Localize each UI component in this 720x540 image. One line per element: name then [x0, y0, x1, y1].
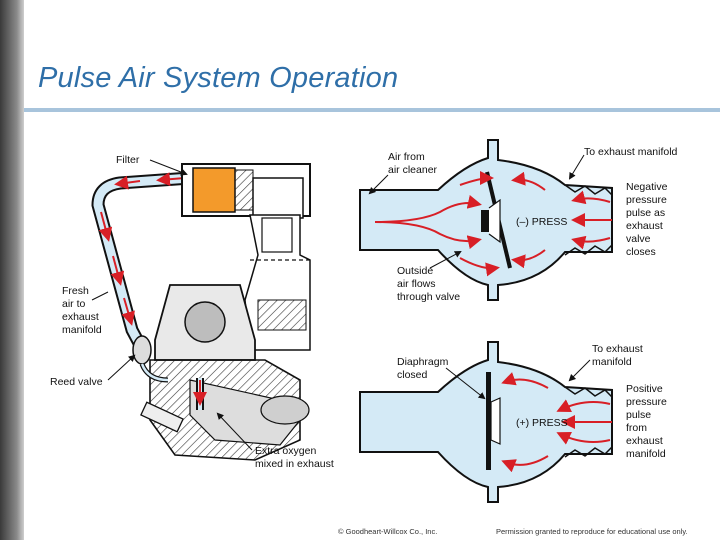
top-valve-diagram: (–) PRESS: [359, 139, 613, 301]
label-reed-valve: Reed valve: [50, 376, 103, 388]
label-air-from: Air from air cleaner: [388, 151, 438, 176]
slide-title: Pulse Air System Operation: [38, 62, 399, 94]
tube-flow-arrow: [110, 255, 125, 286]
bottom-press-label: (+) PRESS: [516, 417, 568, 429]
title-divider: [24, 108, 720, 112]
bottom-valve-labels: Diaphragm closed To exhaust manifold Pos…: [397, 343, 670, 460]
top-valve-labels: Air from air cleaner To exhaust manifold…: [368, 146, 678, 303]
label-positive-pressure: Positive pressure pulse from exhaust man…: [626, 383, 670, 460]
label-diaphragm: Diaphragm closed: [397, 356, 451, 381]
spark-plug: [140, 401, 184, 433]
label-negative-pressure: Negative pressure pulse as exhaust valve…: [626, 181, 670, 258]
label-outside-air: Outside air flows through valve: [397, 265, 460, 303]
label-extra-oxygen: Extra oxygen mixed in exhaust: [255, 445, 334, 470]
label-to-exhaust-top: To exhaust manifold: [584, 146, 678, 158]
bottom-valve-diagram: (+) PRESS: [359, 341, 613, 503]
tube-flow-arrow: [156, 172, 186, 187]
reed-valve: [132, 335, 152, 365]
tube-flow-arrow: [114, 175, 141, 190]
footer-copyright: © Goodheart-Willcox Co., Inc.: [338, 527, 438, 536]
tube-flow-arrow: [98, 211, 113, 242]
engine-cutaway: [91, 163, 311, 461]
label-to-exhaust-bottom: To exhaust manifold: [592, 343, 646, 368]
footer-permission: Permission granted to reproduce for educ…: [496, 527, 688, 536]
valve-port: [184, 301, 226, 343]
slide-left-band: [0, 0, 24, 540]
engine-labels: Filter Fresh air to exhaust manifold Ree…: [50, 154, 334, 470]
label-fresh-air: Fresh air to exhaust manifold: [62, 285, 102, 336]
top-press-label: (–) PRESS: [516, 216, 567, 228]
closed-diaphragm: [486, 372, 491, 470]
label-filter: Filter: [116, 154, 140, 166]
filter-element: [192, 167, 236, 213]
tube-flow-arrow: [121, 297, 135, 326]
